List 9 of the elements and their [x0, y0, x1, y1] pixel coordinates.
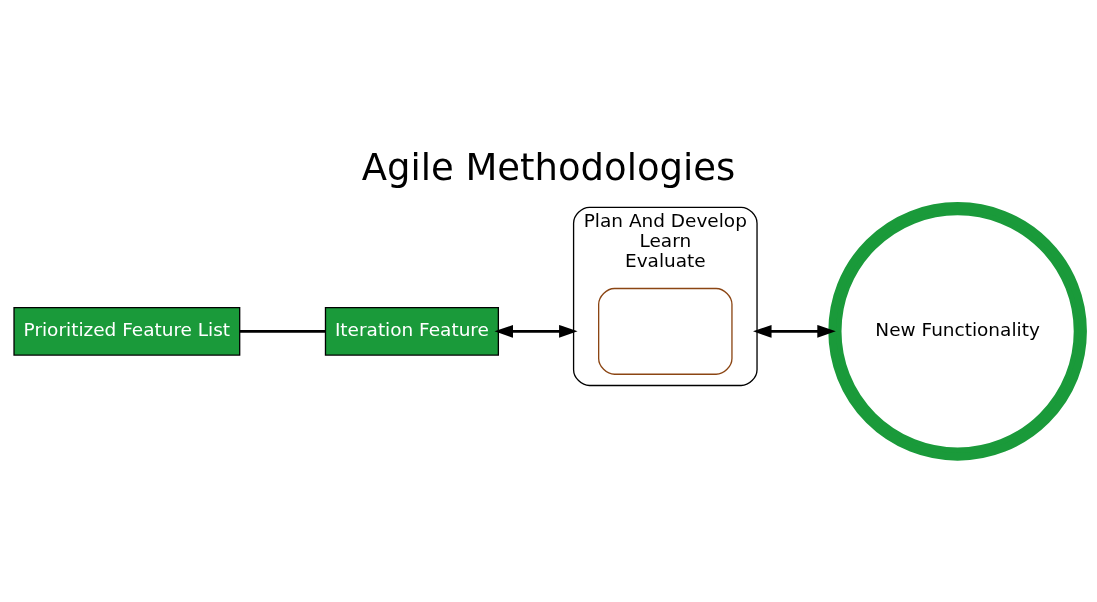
node-box — [598, 287, 733, 375]
arrow — [494, 324, 578, 338]
node-circle: New Functionality — [828, 202, 1087, 461]
connector — [239, 330, 326, 333]
arrow — [753, 324, 836, 338]
cluster: Plan And Develop Learn Evaluate — [572, 206, 758, 387]
node-box: Prioritized Feature List — [13, 306, 241, 356]
diagram-title: Agile Methodologies — [361, 146, 736, 190]
node-box: Iteration Feature — [324, 306, 500, 356]
